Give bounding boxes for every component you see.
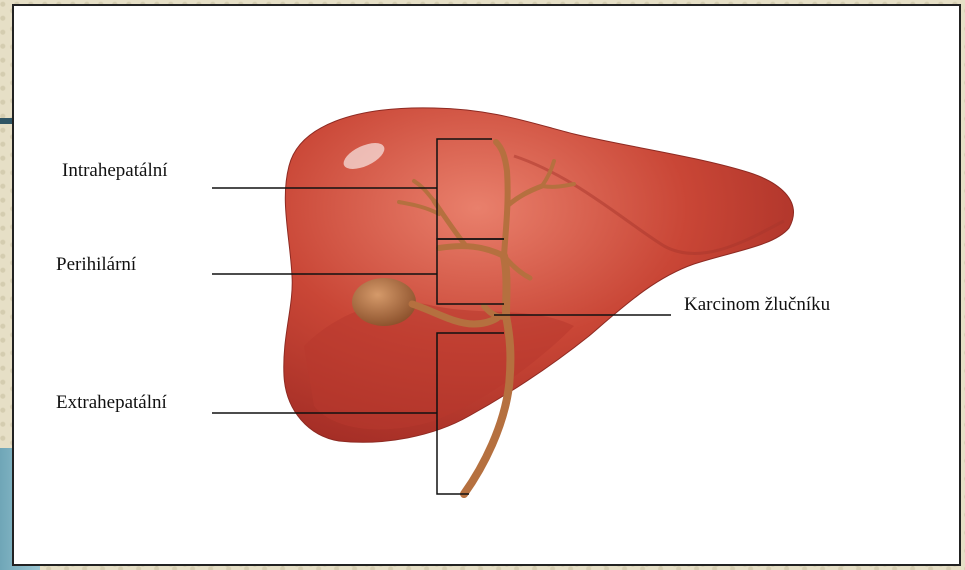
label-perihilar: Perihilární — [56, 254, 136, 276]
diagram-canvas: Intrahepatální Perihilární Extrahepatáln… — [12, 4, 961, 566]
label-extrahepatic: Extrahepatální — [56, 392, 167, 414]
liver-diagram — [14, 6, 959, 564]
label-intrahepatic: Intrahepatální — [62, 160, 168, 182]
gallbladder — [352, 278, 416, 326]
label-gallbladder-carcinoma: Karcinom žlučníku — [684, 294, 830, 316]
